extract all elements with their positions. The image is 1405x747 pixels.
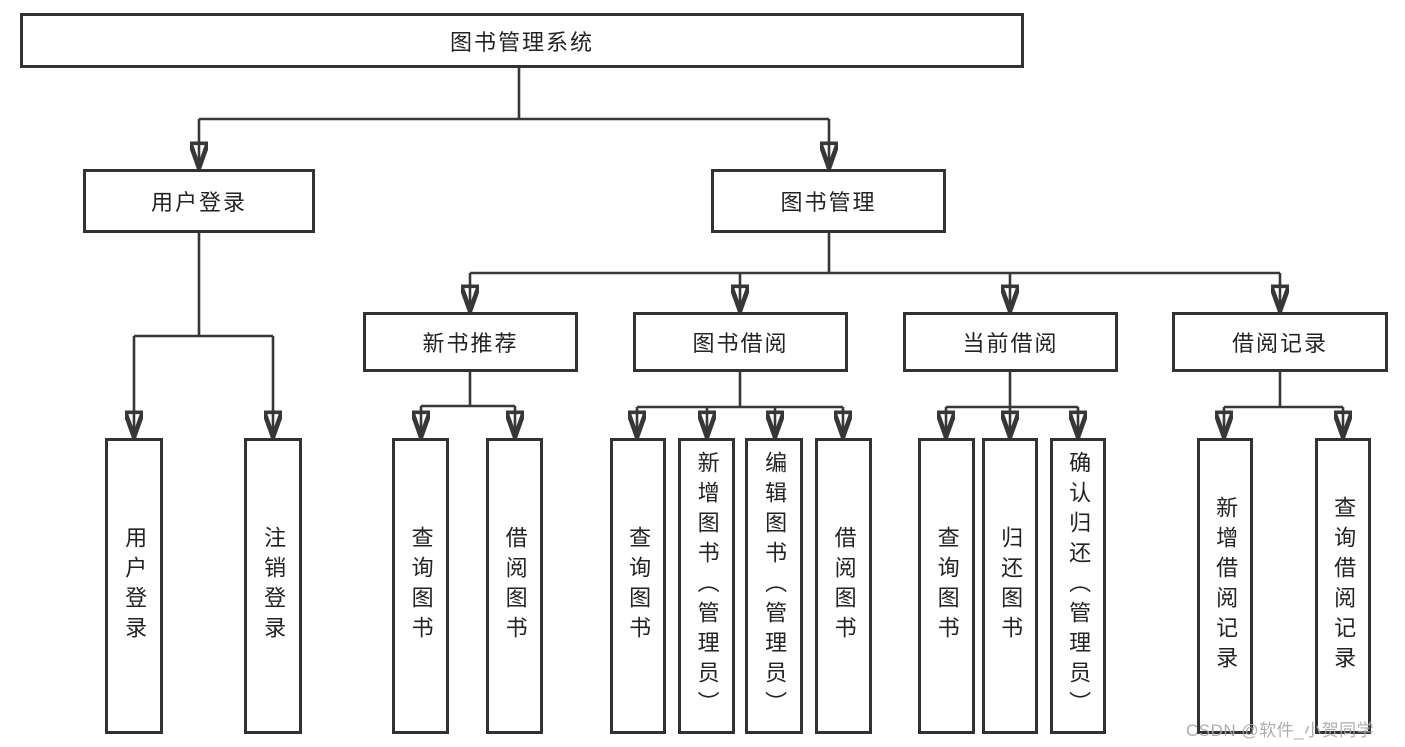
node-label: 新增借阅记录 xyxy=(1213,496,1239,676)
node-label: 借阅图书 xyxy=(502,526,528,646)
node-label: 编辑图书（管理员） xyxy=(762,451,788,721)
leaf-query-borrow-record: 查询借阅记录 xyxy=(1315,438,1371,734)
node-label: 确认归还（管理员） xyxy=(1066,451,1092,721)
node-label: 用户登录 xyxy=(150,190,247,215)
node-label: 当前借阅 xyxy=(962,331,1059,356)
connector-user-login-to-leaves xyxy=(134,233,273,437)
leaf-query-book: 查询图书 xyxy=(610,438,666,734)
node-label: 查询借阅记录 xyxy=(1331,496,1357,676)
node-label: 查询图书 xyxy=(934,526,960,646)
node-user-login: 用户登录 xyxy=(83,169,315,233)
connector-borrow-record-to-leaves xyxy=(1224,372,1343,437)
node-label: 借阅记录 xyxy=(1231,331,1328,356)
node-label: 图书借阅 xyxy=(692,331,789,356)
connector-book-borrow-to-leaves xyxy=(637,372,843,437)
watermark: CSDN @软件_小贺同学 xyxy=(1186,721,1375,740)
node-book-borrow: 图书借阅 xyxy=(633,312,848,372)
node-book-management: 图书管理 xyxy=(711,169,946,233)
node-new-book-recommend: 新书推荐 xyxy=(363,312,578,372)
leaf-logout: 注销登录 xyxy=(244,438,302,734)
leaf-borrow-book: 借阅图书 xyxy=(815,438,872,734)
node-current-borrow: 当前借阅 xyxy=(903,312,1118,372)
node-label: 注销登录 xyxy=(261,526,287,646)
node-borrow-record: 借阅记录 xyxy=(1172,312,1388,372)
node-label: 新书推荐 xyxy=(422,331,519,356)
node-label: 图书管理 xyxy=(780,190,877,215)
node-label: 用户登录 xyxy=(122,526,148,646)
leaf-user-login: 用户登录 xyxy=(105,438,163,734)
leaf-return-book: 归还图书 xyxy=(982,438,1038,734)
connector-new-book-rec-to-leaves xyxy=(421,372,515,437)
leaf-query-book: 查询图书 xyxy=(918,438,975,734)
node-label: 归还图书 xyxy=(998,526,1024,646)
connector-current-borrow-to-leaves xyxy=(946,372,1078,437)
leaf-borrow-book: 借阅图书 xyxy=(486,438,543,734)
connector-book-mgmt-to-level3 xyxy=(470,233,1280,311)
leaf-confirm-return-admin: 确认归还（管理员） xyxy=(1050,438,1106,734)
connector-root-to-level2 xyxy=(199,68,829,168)
node-label: 查询图书 xyxy=(626,526,652,646)
node-label: 图书管理系统 xyxy=(449,29,594,55)
leaf-add-borrow-record: 新增借阅记录 xyxy=(1197,438,1253,734)
node-label: 借阅图书 xyxy=(831,526,857,646)
node-label: 新增图书（管理员） xyxy=(694,451,720,721)
node-library-management-system: 图书管理系统 xyxy=(20,13,1024,68)
leaf-query-book: 查询图书 xyxy=(392,438,449,734)
leaf-edit-book-admin: 编辑图书（管理员） xyxy=(745,438,803,734)
node-label: 查询图书 xyxy=(408,526,434,646)
leaf-add-book-admin: 新增图书（管理员） xyxy=(678,438,735,734)
